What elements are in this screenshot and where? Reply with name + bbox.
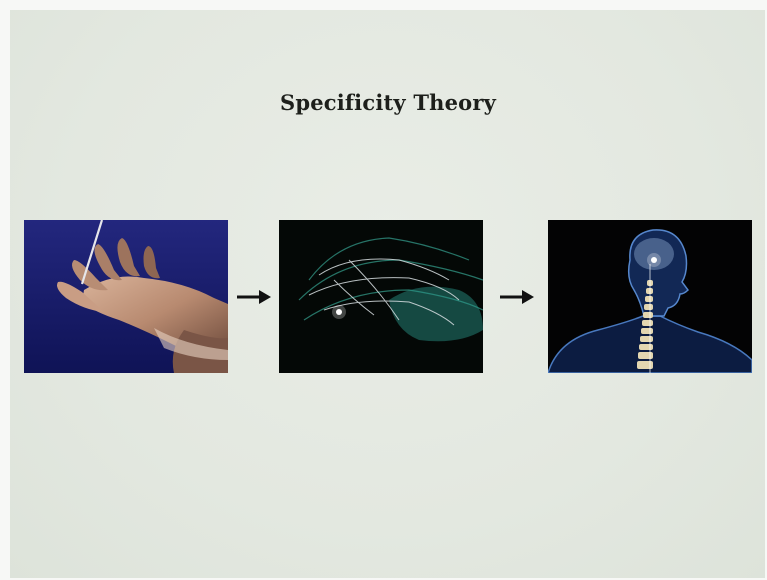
right-arrow-icon — [500, 288, 534, 306]
hand-nerve-pathway-illustration — [279, 220, 483, 373]
hand-pin-prick-image — [24, 220, 228, 373]
hand-nerve-pathway-image — [279, 220, 483, 373]
hand-pin-prick-illustration — [24, 220, 228, 373]
spinal-cord-brain-image — [548, 220, 752, 373]
right-arrow-icon — [237, 288, 271, 306]
spinal-cord-brain-illustration — [548, 220, 752, 373]
slide-title: Specificity Theory — [0, 90, 767, 115]
